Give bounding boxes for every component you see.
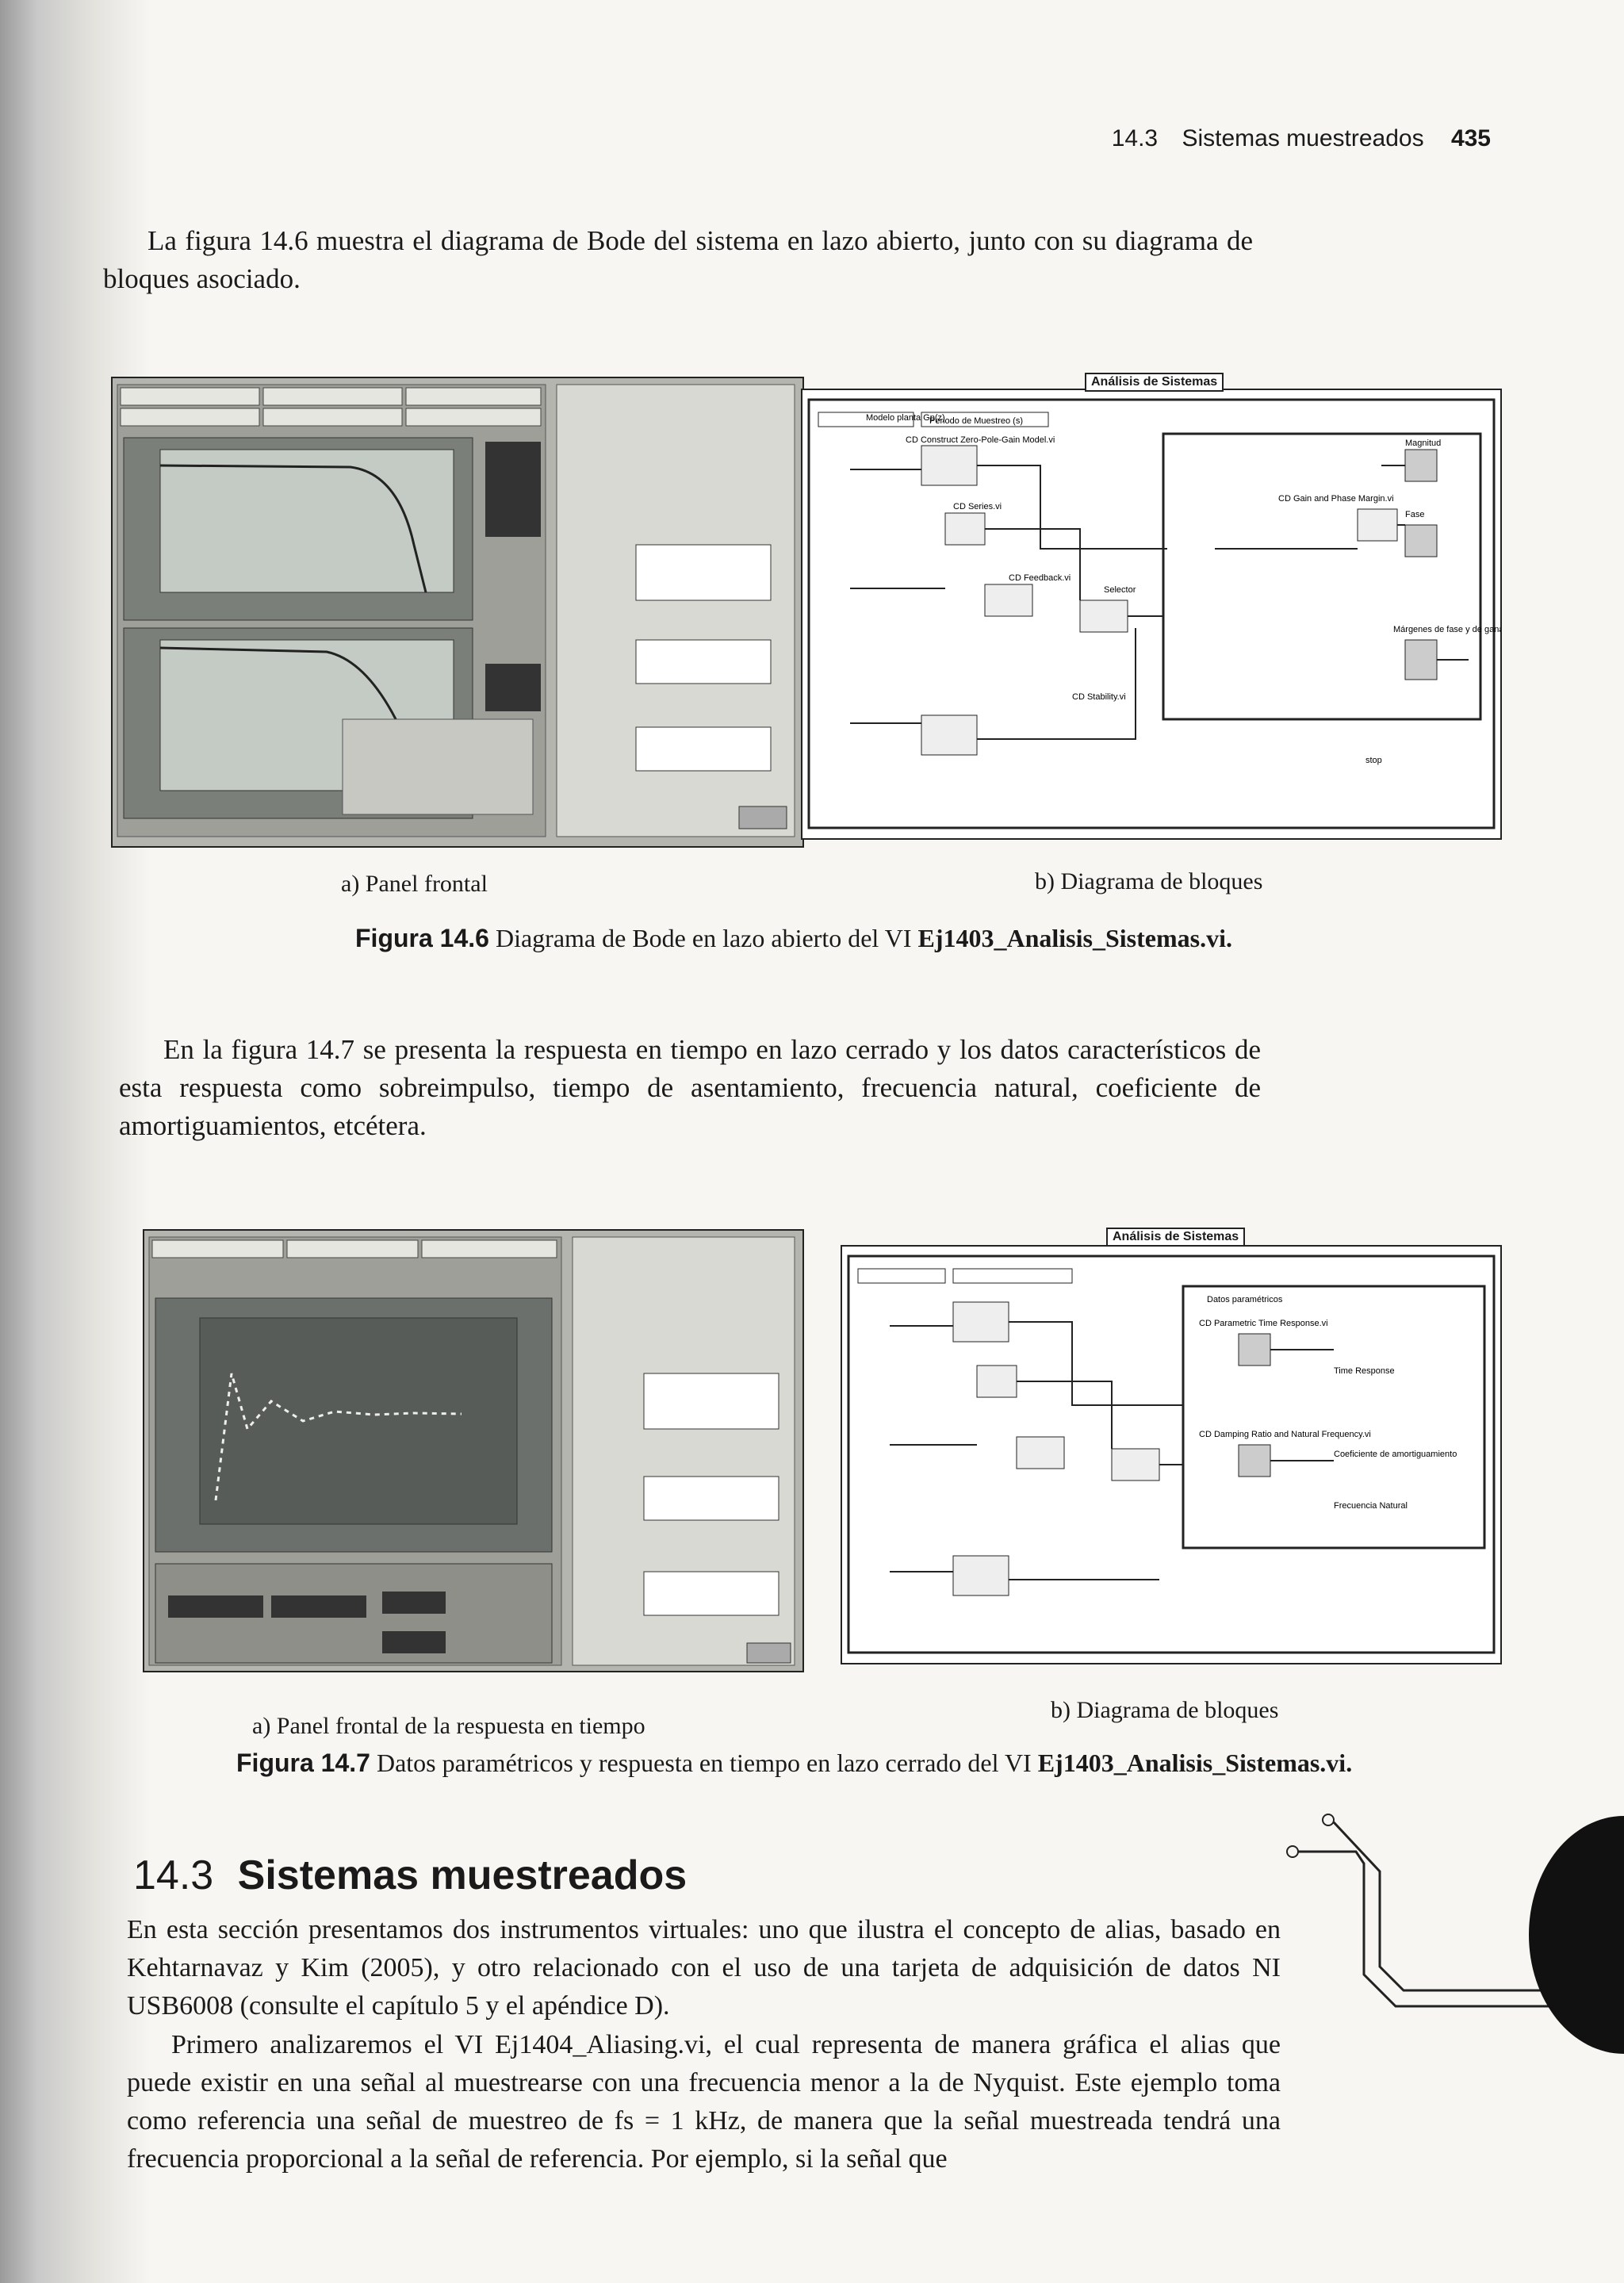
bd2-label-datos: Datos paramétricos xyxy=(1207,1295,1283,1304)
block-diagram-time-response-graphic: Datos paramétricos CD Parametric Time Re… xyxy=(847,1255,1496,1654)
bd-label-gain-phase: CD Gain and Phase Margin.vi xyxy=(1278,494,1394,504)
bd-label-series: CD Series.vi xyxy=(953,502,1002,511)
figure-14-7-vi-name: Ej1403_Analisis_Sistemas.vi. xyxy=(1037,1749,1353,1777)
header-section-number: 14.3 xyxy=(1111,125,1159,151)
figure-14-7-block-diagram: Datos paramétricos CD Parametric Time Re… xyxy=(841,1245,1502,1664)
bd2-label-time-response: Time Response xyxy=(1334,1366,1395,1376)
bd-label-stability: CD Stability.vi xyxy=(1072,692,1126,702)
section-heading-title: Sistemas muestreados xyxy=(237,1852,688,1898)
figure-14-7-diagram-title: Análisis de Sistemas xyxy=(1106,1228,1246,1247)
bd-label-magnitud: Magnitud xyxy=(1405,439,1441,448)
section-heading-number: 14.3 xyxy=(133,1852,214,1898)
paragraph-aliasing: Primero analizaremos el VI Ej1404_Aliasi… xyxy=(127,2030,1281,2174)
figure-14-7-front-panel xyxy=(143,1229,804,1672)
front-panel-screenshot xyxy=(113,378,802,846)
bd-label-stop: stop xyxy=(1365,756,1382,765)
figure-14-7-label: Figura 14.7 xyxy=(236,1749,370,1777)
section-heading: 14.3 Sistemas muestreados xyxy=(133,1852,687,1899)
block-diagram-graphic: Modelo planta Gp(z) Periodo de Muestreo … xyxy=(807,398,1500,829)
bd2-label-frecuencia: Frecuencia Natural xyxy=(1334,1501,1408,1511)
bd2-label-damping: CD Damping Ratio and Natural Frequency.v… xyxy=(1199,1430,1371,1439)
figure-14-7-subcaption-b: b) Diagrama de bloques xyxy=(1051,1697,1279,1723)
bd-label-feedback: CD Feedback.vi xyxy=(1009,573,1071,583)
front-panel-time-response-screenshot xyxy=(144,1231,802,1671)
figure-14-7-caption: Figura 14.7 Datos paramétricos y respues… xyxy=(236,1749,1352,1778)
page-number: 435 xyxy=(1450,125,1491,151)
figure-14-6-subcaption-a: a) Panel frontal xyxy=(341,871,488,897)
bd-label-planta: Modelo planta Gp(z) xyxy=(866,413,945,423)
bd-label-fase: Fase xyxy=(1405,510,1424,519)
figure-14-6-caption-text: Diagrama de Bode en lazo abierto del VI xyxy=(495,924,912,952)
paragraph-intro-fig-14-7: En la figura 14.7 se presenta la respues… xyxy=(119,1034,1261,1141)
paragraph-intro-fig-14-6: La figura 14.6 muestra el diagrama de Bo… xyxy=(103,225,1253,294)
figure-14-6-front-panel xyxy=(111,377,804,848)
figure-14-7-caption-text: Datos paramétricos y respuesta en tiempo… xyxy=(376,1749,1032,1777)
bd-label-selector: Selector xyxy=(1104,585,1136,595)
bd2-label-coeficiente: Coeficiente de amortiguamiento xyxy=(1334,1450,1457,1459)
bd-label-zpk: CD Construct Zero-Pole-Gain Model.vi xyxy=(906,435,1055,445)
header-section-title: Sistemas muestreados xyxy=(1182,125,1424,151)
figure-14-6-block-diagram: Modelo planta Gp(z) Periodo de Muestreo … xyxy=(801,389,1502,840)
bd2-label-parametric: CD Parametric Time Response.vi xyxy=(1199,1319,1328,1328)
paragraph-section-intro: En esta sección presentamos dos instrume… xyxy=(127,1915,1281,2021)
chapter-decoration-circuit xyxy=(1286,1814,1624,2054)
bd-label-margenes: Márgenes de fase y de ganancia xyxy=(1393,625,1500,634)
figure-14-6-caption: Figura 14.6 Diagrama de Bode en lazo abi… xyxy=(355,924,1232,953)
running-header: 14.3 Sistemas muestreados 435 xyxy=(1112,125,1491,152)
figure-14-6-subcaption-b: b) Diagrama de bloques xyxy=(1035,868,1263,894)
bd-label-periodo: Periodo de Muestreo (s) xyxy=(929,416,1023,426)
figure-14-6-label: Figura 14.6 xyxy=(355,924,489,952)
figure-14-7-subcaption-a: a) Panel frontal de la respuesta en tiem… xyxy=(252,1713,645,1739)
figure-14-6-vi-name: Ej1403_Analisis_Sistemas.vi. xyxy=(917,924,1232,952)
figure-14-6-diagram-title: Análisis de Sistemas xyxy=(1085,373,1224,392)
